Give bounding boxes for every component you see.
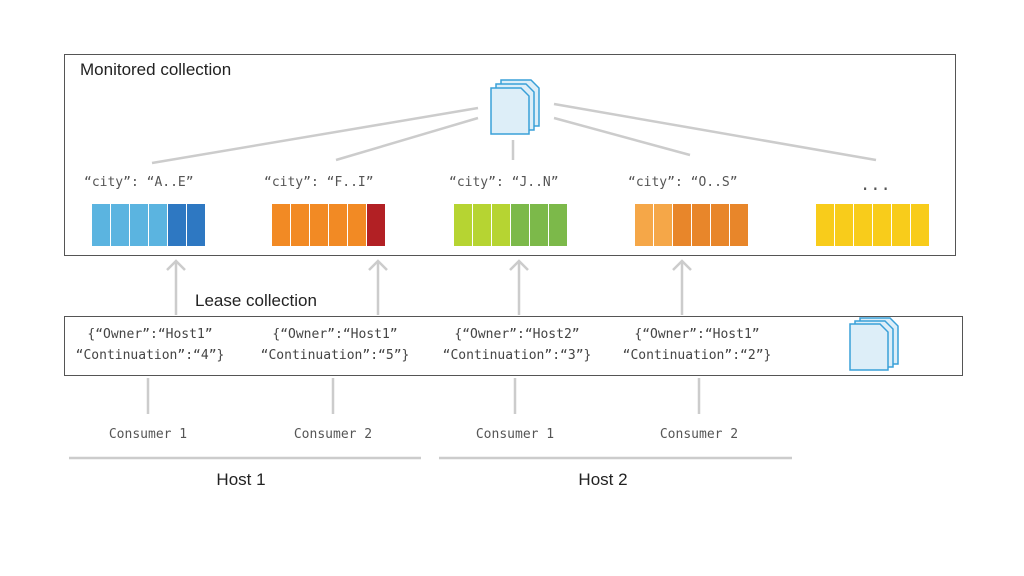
lease-owner: {“Owner”:“Host2”: [454, 327, 580, 342]
partition-bar: [635, 204, 749, 246]
partition-segment: [492, 204, 510, 246]
consumer-label: Consumer 1: [475, 427, 555, 442]
partition-segment: [454, 204, 472, 246]
partition-segment: [367, 204, 385, 246]
lease-continuation: “Continuation”:“2”}: [622, 348, 772, 363]
consumer-label: Consumer 2: [293, 427, 373, 442]
lease-entry: {“Owner”:“Host2” “Continuation”:“3”}: [429, 324, 605, 366]
partition-segment: [835, 204, 853, 246]
partition-segment: [873, 204, 891, 246]
partition-segment: [673, 204, 691, 246]
partition-segment: [635, 204, 653, 246]
partition-bar: [816, 204, 930, 246]
partition-segment: [892, 204, 910, 246]
lease-continuation: “Continuation”:“3”}: [442, 348, 592, 363]
partition-bar: [272, 204, 386, 246]
partition-segment: [530, 204, 548, 246]
partition-segment: [329, 204, 347, 246]
partition-segment: [692, 204, 710, 246]
partition-bar: [454, 204, 568, 246]
consumer-label: Consumer 2: [659, 427, 739, 442]
partition-segment: [473, 204, 491, 246]
partition-segment: [911, 204, 929, 246]
partition-key-label: “city”: “F..I”: [264, 175, 374, 190]
partition-segment: [549, 204, 567, 246]
partition-segment: [511, 204, 529, 246]
partition-segment: [149, 204, 167, 246]
partition-segment: [130, 204, 148, 246]
consumer-label: Consumer 1: [108, 427, 188, 442]
partition-segment: [272, 204, 290, 246]
lease-collection-box: [64, 316, 963, 376]
lease-entry: {“Owner”:“Host1” “Continuation”:“2”}: [609, 324, 785, 366]
partition-segment: [730, 204, 748, 246]
lease-collection-title: Lease collection: [195, 291, 317, 310]
partition-segment: [291, 204, 309, 246]
partition-key-label: “city”: “J..N”: [449, 175, 559, 190]
monitored-collection-box: [64, 54, 956, 256]
lease-continuation: “Continuation”:“4”}: [75, 348, 225, 363]
host-label: Host 2: [578, 470, 628, 489]
partition-segment: [187, 204, 205, 246]
partition-segment: [816, 204, 834, 246]
partition-segment: [310, 204, 328, 246]
partition-segment: [168, 204, 186, 246]
host-label: Host 1: [216, 470, 266, 489]
lease-owner: {“Owner”:“Host1”: [634, 327, 760, 342]
partition-segment: [854, 204, 872, 246]
monitored-collection-title: Monitored collection: [80, 60, 232, 79]
partition-key-label: “city”: “O..S”: [628, 175, 738, 190]
partition-segment: [348, 204, 366, 246]
lease-continuation: “Continuation”:“5”}: [260, 348, 410, 363]
partition-key-label: ...: [860, 175, 891, 195]
partition-segment: [711, 204, 729, 246]
lease-entry: {“Owner”:“Host1” “Continuation”:“4”}: [62, 324, 238, 366]
partition-bar: [92, 204, 206, 246]
lease-owner: {“Owner”:“Host1”: [272, 327, 398, 342]
partition-key-label: “city”: “A..E”: [84, 175, 194, 190]
partition-segment: [654, 204, 672, 246]
lease-entry: {“Owner”:“Host1” “Continuation”:“5”}: [247, 324, 423, 366]
partition-segment: [92, 204, 110, 246]
partition-segment: [111, 204, 129, 246]
lease-owner: {“Owner”:“Host1”: [87, 327, 213, 342]
